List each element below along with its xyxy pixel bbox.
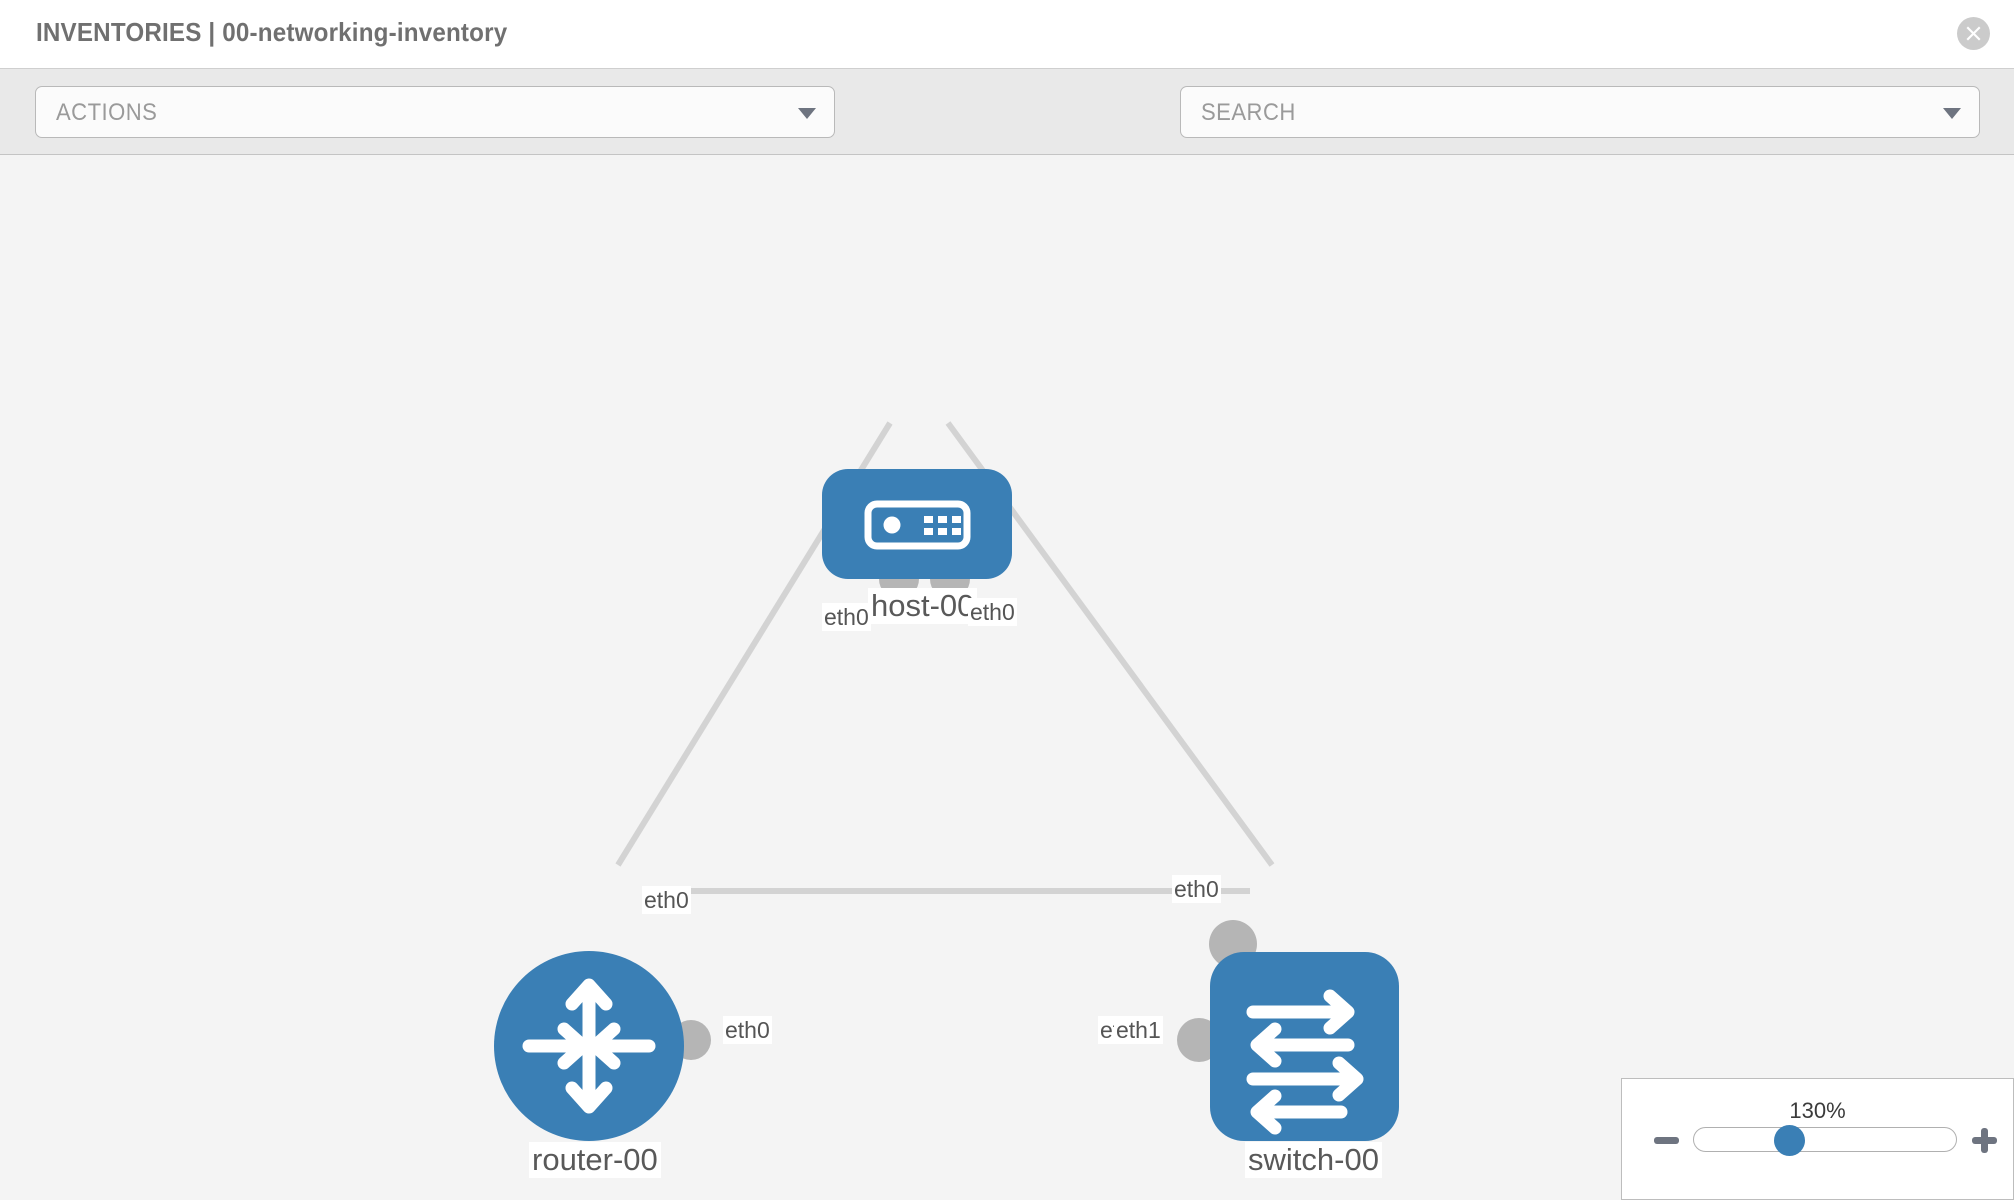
switch-arrows-icon xyxy=(1246,989,1364,1135)
topology-canvas[interactable]: host-00 router-00 switch-00 eth0 eth0 et… xyxy=(0,155,2014,1200)
search-input[interactable]: SEARCH xyxy=(1180,86,1980,138)
close-button[interactable] xyxy=(1957,17,1990,50)
node-label-router-00: router-00 xyxy=(529,1142,661,1178)
zoom-slider-handle[interactable] xyxy=(1774,1125,1805,1156)
node-label-host-00: host-00 xyxy=(868,588,978,624)
edge-label-router-eth0-up: eth0 xyxy=(642,886,691,914)
edge-label-router-eth0-east: eth0 xyxy=(723,1016,772,1044)
node-label-switch-00: switch-00 xyxy=(1245,1142,1382,1178)
zoom-control-panel: 130% xyxy=(1621,1078,2014,1200)
node-router-00[interactable] xyxy=(494,951,684,1141)
actions-dropdown[interactable]: ACTIONS xyxy=(35,86,835,138)
server-icon xyxy=(864,500,971,550)
close-icon xyxy=(1966,26,1981,41)
chevron-down-icon xyxy=(1943,108,1961,119)
plus-icon[interactable] xyxy=(1981,1128,1988,1153)
actions-dropdown-label: ACTIONS xyxy=(56,99,158,126)
edge-label-switch-eth0-up: eth0 xyxy=(1172,875,1221,903)
zoom-percent-label: 130% xyxy=(1789,1098,1846,1123)
edge-label-host-eth0-left: eth0 xyxy=(822,603,871,631)
router-arrows-icon xyxy=(522,978,656,1114)
zoom-slider-track[interactable] xyxy=(1693,1127,1957,1152)
topology-graph xyxy=(494,421,1399,1141)
page-header: INVENTORIES | 00-networking-inventory xyxy=(0,0,2014,69)
chevron-down-icon xyxy=(798,108,816,119)
node-switch-00[interactable] xyxy=(1210,952,1399,1141)
zoom-out-button[interactable] xyxy=(1654,1137,1679,1144)
toolbar: ACTIONS SEARCH xyxy=(0,69,2014,197)
edge-label-switch-eth1: eth1 xyxy=(1114,1016,1163,1044)
search-placeholder: SEARCH xyxy=(1201,99,1296,126)
node-host-00[interactable] xyxy=(822,469,1012,579)
page-title: INVENTORIES | 00-networking-inventory xyxy=(36,17,508,47)
edge-label-host-eth0-right: eth0 xyxy=(968,598,1017,626)
